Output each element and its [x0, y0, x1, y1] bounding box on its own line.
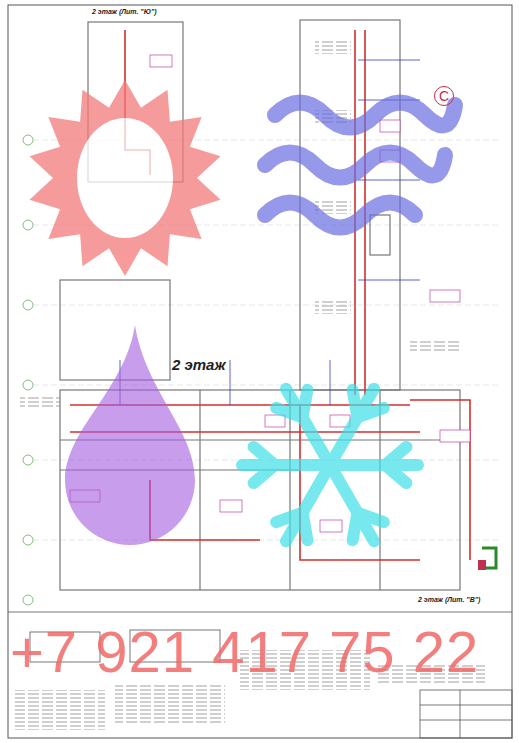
floor-heading: 2 этаж (Лит. "В") [418, 596, 480, 603]
floor-heading: 2 этаж (Лит. "Ю") [92, 8, 157, 15]
floor-heading: 2 этаж [172, 356, 226, 373]
phone-watermark: +7 921 417 75 22 [10, 618, 479, 685]
circle-mark: C [434, 86, 454, 106]
